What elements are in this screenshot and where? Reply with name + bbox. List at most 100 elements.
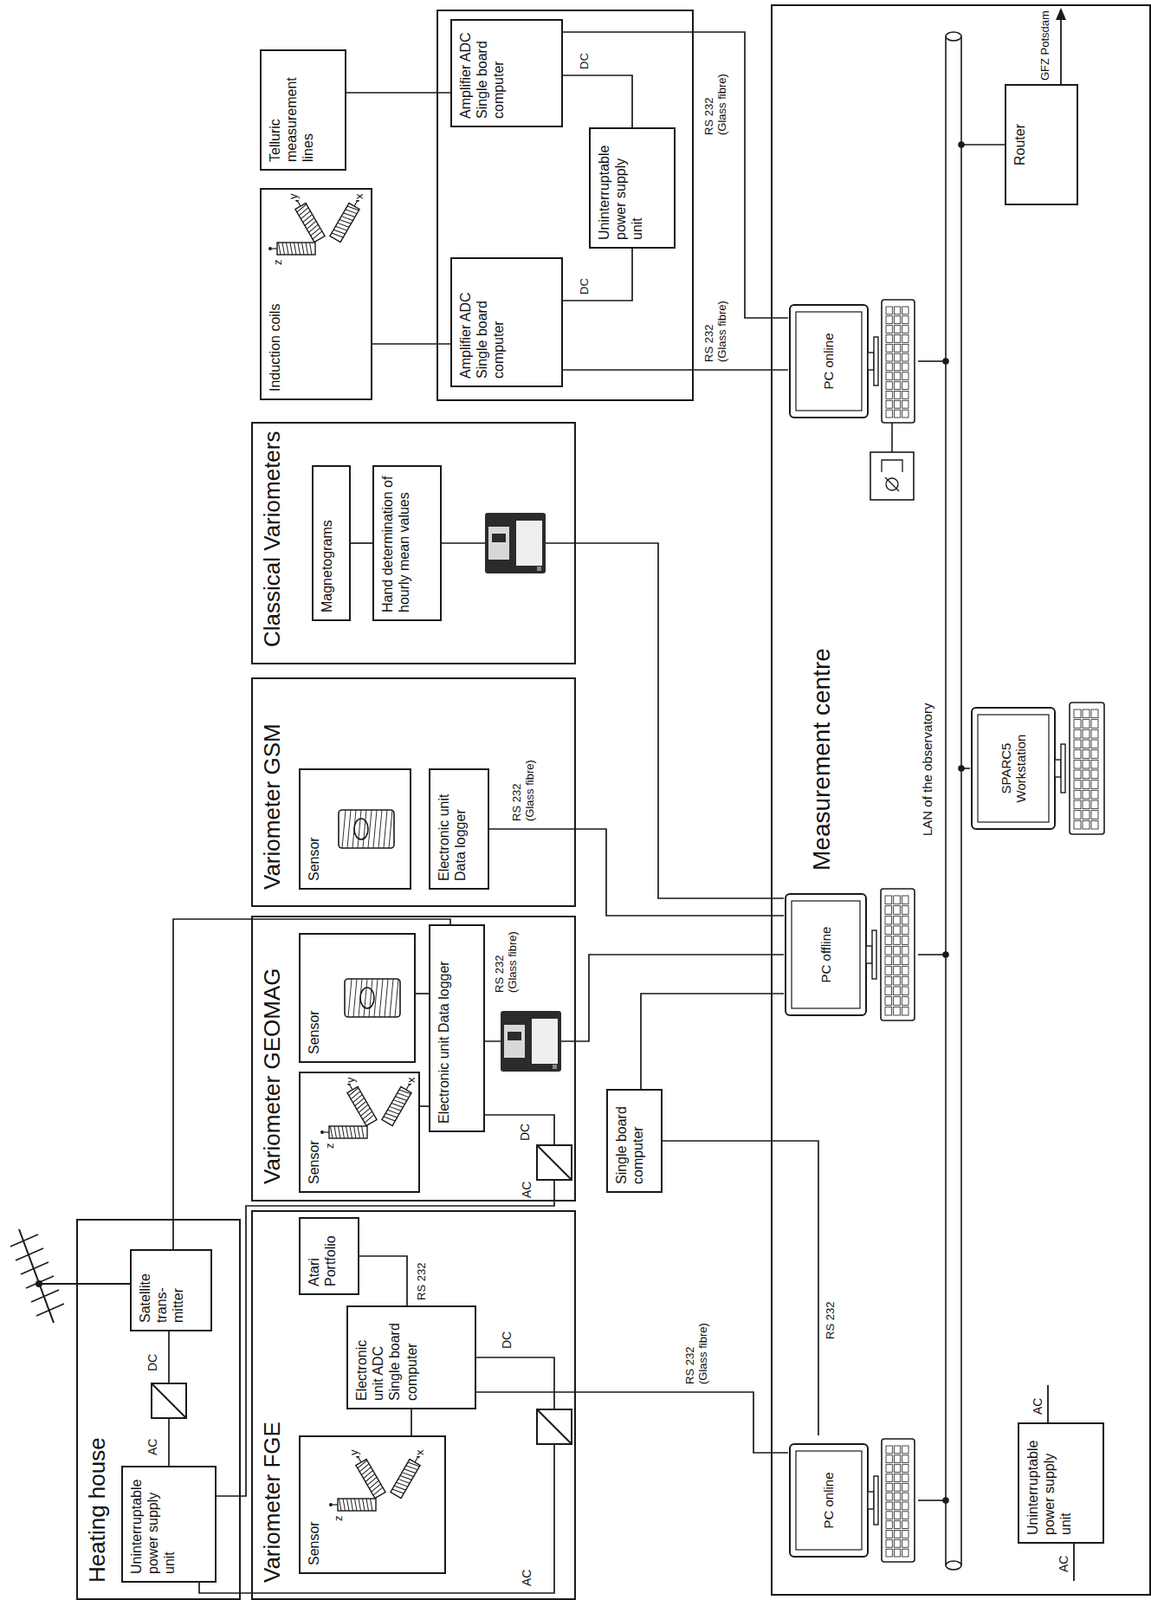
key xyxy=(893,1492,900,1501)
lan-tap xyxy=(918,953,946,956)
node-label: Satellite trans- mitter xyxy=(131,1250,193,1330)
coil-winding xyxy=(355,1100,368,1109)
coil-core xyxy=(277,242,316,255)
monitor xyxy=(785,893,867,1016)
coil-winding xyxy=(353,1097,365,1106)
coil-lead xyxy=(354,201,357,207)
coil xyxy=(381,1079,416,1126)
dc-converter xyxy=(536,1144,572,1180)
key xyxy=(902,1538,909,1547)
key xyxy=(1091,769,1099,779)
key xyxy=(1091,750,1099,759)
coil-winding xyxy=(350,1498,354,1511)
coil-winding xyxy=(310,242,313,255)
key xyxy=(1091,729,1099,738)
floppy-disk xyxy=(484,512,546,574)
equipment-housing xyxy=(437,10,693,401)
ac-line xyxy=(1073,1543,1075,1581)
computer-drawing xyxy=(783,885,919,1024)
keyboard xyxy=(1069,702,1105,835)
sensor-winding xyxy=(389,978,394,1017)
antenna-element xyxy=(31,1289,59,1302)
group-heading: Variometer FGE xyxy=(252,1211,292,1598)
key xyxy=(893,325,900,334)
key xyxy=(1073,800,1081,809)
coil-winding xyxy=(347,1498,350,1511)
coil-winding xyxy=(303,217,316,226)
key xyxy=(901,905,909,915)
annotation: AC xyxy=(519,1179,534,1200)
antenna-boom xyxy=(19,1228,54,1323)
key xyxy=(885,956,893,965)
monitor-screen xyxy=(795,1450,862,1550)
computer: SPARC5 Workstation xyxy=(969,698,1109,838)
key xyxy=(1073,780,1081,789)
key xyxy=(901,966,909,976)
key xyxy=(902,353,909,362)
coil-winding xyxy=(299,211,311,220)
sensor-winding xyxy=(358,978,363,1017)
coil xyxy=(268,242,316,255)
key xyxy=(885,895,893,905)
component-box: Single board computer xyxy=(606,1088,663,1193)
room-box: Measurement centrePC onlinePC offlinePC … xyxy=(770,4,1151,1596)
key xyxy=(902,409,909,418)
key xyxy=(1091,719,1099,729)
key xyxy=(902,1474,909,1482)
key xyxy=(893,1511,900,1520)
coil-winding xyxy=(399,1087,411,1096)
coil xyxy=(342,1079,377,1126)
edge-label: RS 232 (Glass fibre) xyxy=(703,295,730,363)
lan-junction xyxy=(943,1497,949,1503)
connector xyxy=(476,1391,789,1453)
group-heading: Variometer GEOMAG xyxy=(252,917,292,1200)
antenna-joint xyxy=(36,1280,42,1287)
sensor-winding xyxy=(378,809,382,848)
monitor-neck xyxy=(867,352,874,370)
component-box: Uninterruptable power supply unit xyxy=(121,1465,217,1583)
key xyxy=(901,925,909,935)
key xyxy=(902,400,909,408)
key xyxy=(885,966,893,976)
coil-winding xyxy=(366,1498,369,1511)
axis-label: z xyxy=(271,258,285,267)
coil-terminal xyxy=(268,246,272,251)
axis-label: z xyxy=(323,1142,337,1151)
key xyxy=(885,400,893,408)
key xyxy=(902,372,909,381)
key xyxy=(885,409,893,418)
key xyxy=(1082,750,1090,759)
coil-winding xyxy=(294,242,298,255)
node-label: Induction coils xyxy=(261,189,289,399)
key xyxy=(1082,780,1090,789)
computer-drawing xyxy=(788,296,919,427)
coil-winding xyxy=(358,1498,362,1511)
key xyxy=(885,1474,893,1482)
node-label: Sensor xyxy=(300,934,328,1061)
key xyxy=(885,1006,893,1016)
group-heading: Classical Variometers xyxy=(252,423,292,663)
coil-winding xyxy=(362,1469,374,1478)
group-heading: Measurement centre xyxy=(807,647,837,871)
edge-label: RS 232 xyxy=(824,1300,838,1340)
coil-winding xyxy=(305,220,317,229)
node-label: SPARC5 Workstation xyxy=(979,716,1048,821)
key xyxy=(885,1482,893,1491)
annotation: DC xyxy=(517,1121,532,1143)
monitor-screen xyxy=(791,900,861,1009)
key xyxy=(893,915,901,925)
coil-core xyxy=(337,1498,376,1511)
edge-label: RS 232 (Glass fibre) xyxy=(703,68,730,136)
antenna-element xyxy=(15,1247,44,1261)
dc-converter xyxy=(151,1383,187,1418)
disk-shutter xyxy=(504,1024,525,1058)
group-box: Heating houseUninterruptable power suppl… xyxy=(76,1218,241,1600)
lan-junction xyxy=(958,765,964,771)
key xyxy=(893,1538,900,1547)
key xyxy=(1073,729,1081,738)
key xyxy=(893,986,901,996)
key xyxy=(885,335,893,343)
coil-lead xyxy=(406,1085,409,1090)
monitor xyxy=(789,304,868,418)
key xyxy=(902,335,909,343)
